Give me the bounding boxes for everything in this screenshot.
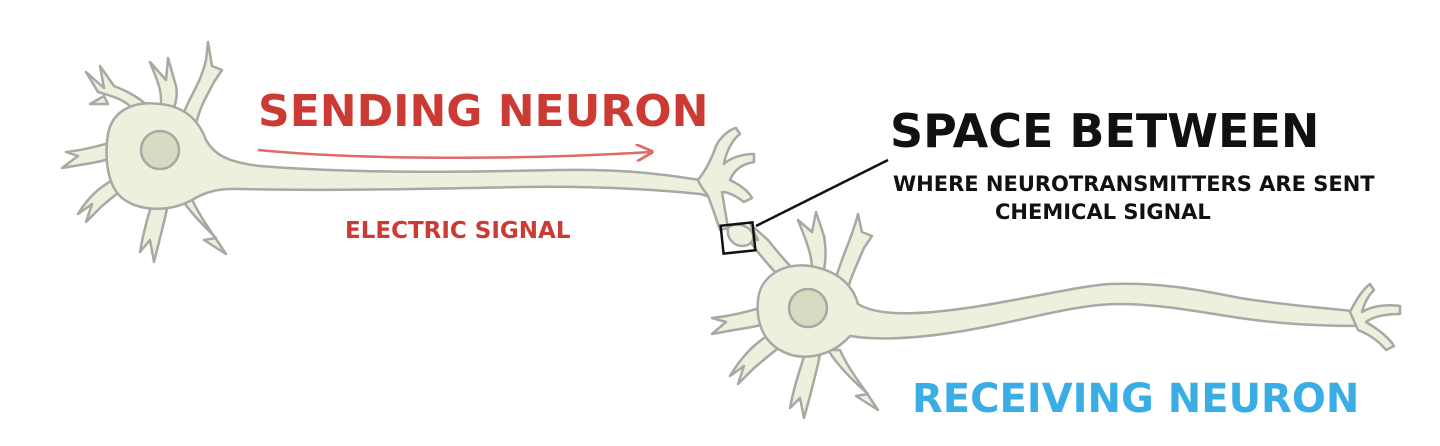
callout-line <box>755 158 889 228</box>
sending-nucleus-icon <box>139 129 181 171</box>
sending-axon-terminal <box>696 126 756 232</box>
receiving-nucleus-icon <box>787 287 829 329</box>
electric-signal-label: ELECTRIC SIGNAL <box>345 218 571 244</box>
electric-signal-arrow <box>257 150 650 158</box>
sending-neuron <box>60 40 756 264</box>
receiving-neuron-label: RECEIVING NEURON <box>912 376 1360 422</box>
space-between-label: SPACE BETWEEN <box>890 104 1320 158</box>
sending-dendrites <box>60 40 228 264</box>
synapse-bulb <box>726 223 755 248</box>
sending-neuron-label: SENDING NEURON <box>258 86 709 137</box>
chemical-signal-label: CHEMICAL SIGNAL <box>995 200 1211 224</box>
synapse-highlight-box <box>719 221 757 255</box>
neurotransmitters-label: WHERE NEUROTRANSMITTERS ARE SENT <box>893 172 1375 196</box>
receiving-axon-terminal <box>1348 282 1402 352</box>
